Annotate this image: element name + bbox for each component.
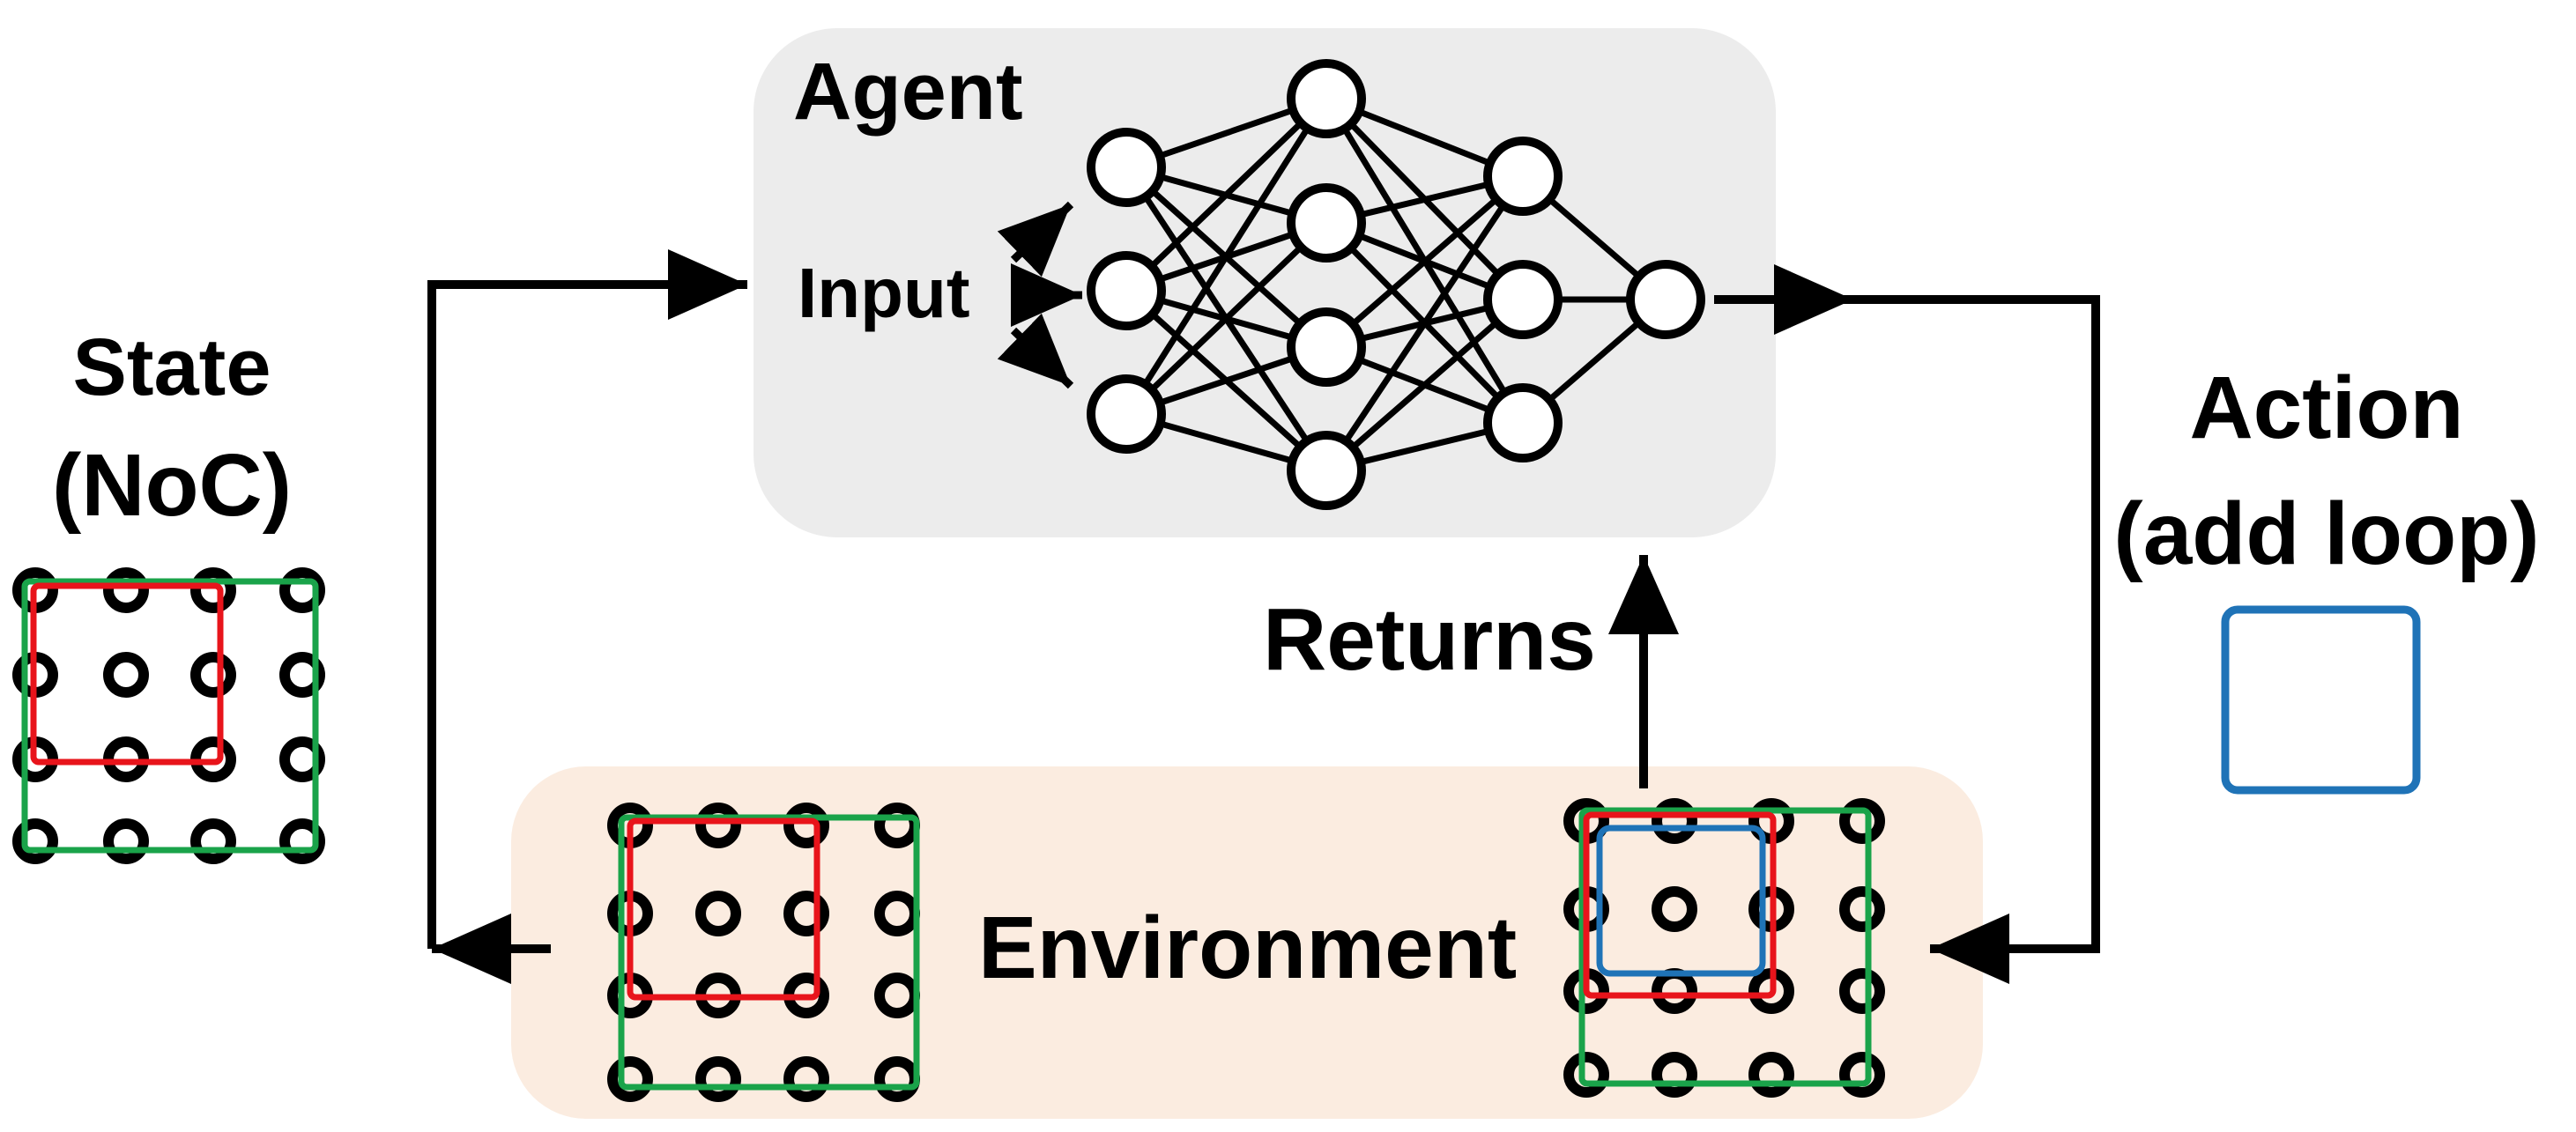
nn-edge: [1124, 220, 1329, 417]
noc-node: [12, 818, 58, 864]
nn-edge: [1124, 96, 1329, 293]
noc-node: [783, 1056, 829, 1102]
red-loop: [30, 582, 224, 766]
noc-node: [1652, 798, 1697, 844]
noc-node: [1748, 1052, 1794, 1098]
nn-node: [1287, 307, 1366, 387]
noc-node: [1839, 1052, 1885, 1098]
noc-node: [279, 818, 325, 864]
nn-node: [1287, 183, 1366, 263]
nn-node: [1287, 59, 1366, 138]
noc-node: [1652, 886, 1697, 932]
loop-arrows: [427, 249, 2100, 984]
noc-node: [190, 567, 236, 613]
input-arrows: [997, 201, 1082, 389]
input-arrow-down: [997, 313, 1074, 389]
blue-loop: [1596, 825, 1766, 977]
input-arrow-up: [997, 201, 1074, 277]
nn-edge: [1324, 297, 1526, 473]
nn-edge: [1124, 97, 1329, 416]
neural-network-nodes: [1087, 59, 1705, 510]
nn-edge: [1324, 174, 1526, 472]
action-label-line1: Action: [2189, 359, 2463, 457]
green-loop: [21, 578, 319, 854]
environment-label: Environment: [978, 899, 1517, 997]
noc-node: [1652, 1052, 1697, 1098]
red-loop: [1583, 811, 1777, 999]
environment-noc-grid-before: [607, 803, 920, 1102]
red-loop: [627, 818, 820, 1001]
agent-label: Agent: [793, 47, 1023, 137]
noc-node: [103, 652, 149, 698]
state-noc-grid: [12, 567, 325, 864]
action-blue-loop: [2221, 605, 2421, 795]
noc-node: [279, 567, 325, 613]
state-label-line2: (NoC): [52, 436, 292, 535]
environment-panel: [511, 766, 1983, 1119]
state-label-line1: State: [73, 322, 271, 412]
noc-node: [695, 1056, 741, 1102]
noc-node: [1839, 798, 1885, 844]
nn-node: [1087, 251, 1166, 330]
nn-node: [1483, 137, 1563, 216]
noc-node: [783, 891, 829, 936]
state-to-agent-arrow: [427, 249, 747, 949]
noc-node: [1839, 968, 1885, 1014]
nn-node: [1483, 260, 1563, 339]
noc-node: [103, 567, 149, 613]
action-to-environment-arrow: [1849, 295, 2100, 984]
action-label-line2: (add loop): [2113, 485, 2539, 583]
noc-node: [279, 652, 325, 698]
noc-node: [695, 891, 741, 936]
noc-node: [190, 818, 236, 864]
noc-node: [783, 803, 829, 848]
nn-node: [1287, 431, 1366, 510]
input-label: Input: [798, 254, 969, 332]
noc-node: [1563, 1052, 1609, 1098]
green-loop: [1578, 807, 1872, 1087]
nn-node: [1087, 374, 1166, 454]
environment-noc-grid-after: [1563, 798, 1885, 1098]
nn-edge: [1324, 174, 1526, 350]
noc-node: [1839, 886, 1885, 932]
green-loop: [618, 814, 920, 1091]
noc-node: [103, 818, 149, 864]
noc-node: [695, 803, 741, 848]
noc-node: [279, 736, 325, 782]
nn-node: [1626, 260, 1705, 339]
nn-node: [1483, 383, 1563, 462]
noc-node: [190, 652, 236, 698]
nn-node: [1087, 128, 1166, 207]
returns-label: Returns: [1263, 590, 1596, 689]
noc-node: [607, 1056, 653, 1102]
